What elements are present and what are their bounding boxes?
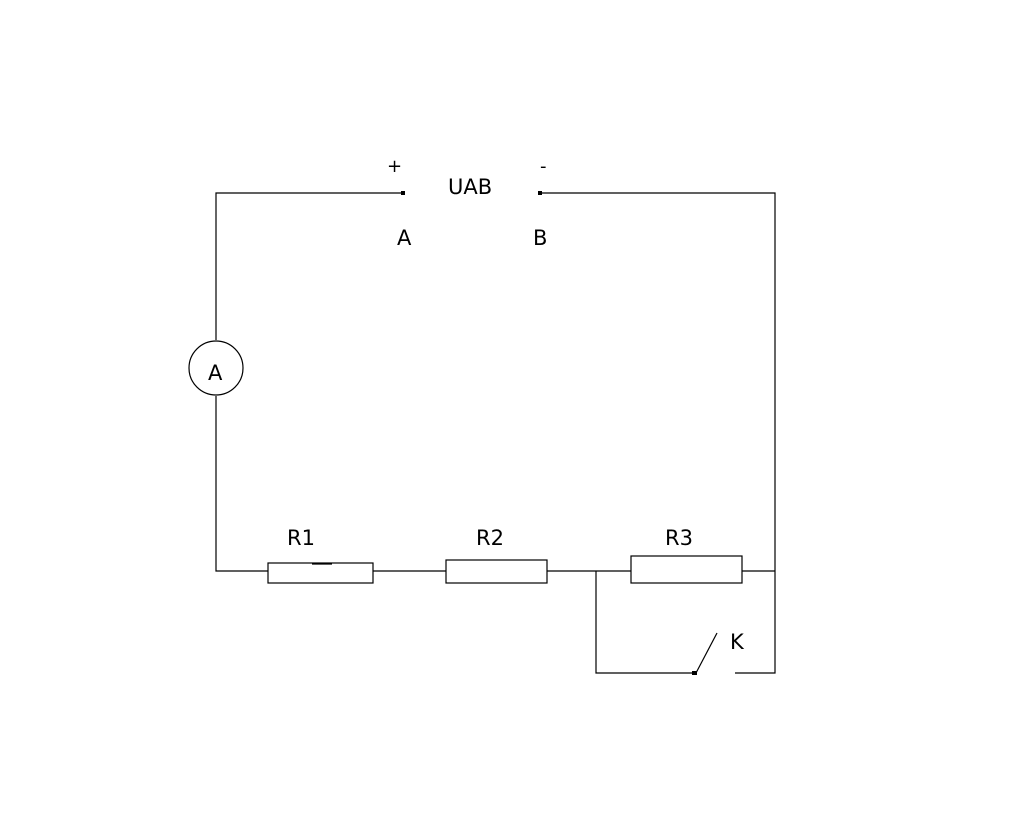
switch-k-blade [695, 632, 718, 674]
switch-k-label: K [730, 630, 745, 654]
resistor-r2 [445, 559, 548, 584]
minus-sign: - [540, 156, 547, 177]
wire-left-bottom [215, 396, 268, 572]
terminal-a-label: A [397, 226, 412, 250]
resistor-r2-label: R2 [476, 526, 504, 550]
terminal-b-label: B [533, 226, 547, 250]
ammeter-circle [188, 340, 244, 396]
ammeter-symbol: A [208, 361, 223, 385]
terminal-a-dot [401, 191, 405, 195]
resistor-r1-label: R1 [287, 526, 315, 550]
resistor-r1 [267, 562, 374, 584]
voltage-label: UAB [448, 175, 492, 199]
resistor-r3 [630, 555, 743, 584]
wire-left-top [215, 192, 403, 340]
wire-bypass [595, 571, 696, 674]
switch-k-pivot [692, 671, 697, 675]
resistor-r3-label: R3 [665, 526, 693, 550]
wire-right [540, 192, 776, 674]
plus-sign: + [387, 156, 402, 177]
